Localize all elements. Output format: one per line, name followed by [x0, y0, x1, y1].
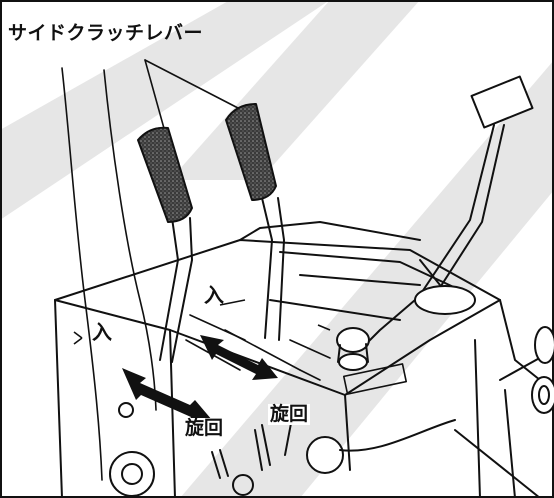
right-lever-assembly [336, 75, 554, 414]
left-side-clutch-lever [137, 126, 193, 363]
engage-label-right: 入 [204, 283, 224, 307]
right-side-clutch-lever [225, 103, 285, 341]
lower-fixtures [109, 402, 456, 497]
label-ticks [73, 299, 331, 345]
lever-slots [185, 314, 408, 395]
turn-label-right: 旋回 [268, 403, 311, 425]
leader-lines [61, 59, 239, 481]
console-housing [54, 221, 554, 498]
lever-grip-icon [137, 126, 193, 223]
engage-label-left: 入 [92, 320, 112, 344]
turn-label-left: 旋回 [183, 417, 226, 439]
double-arrow-icon [122, 335, 278, 424]
side-clutch-lever-label: サイドクラッチレバー [8, 22, 204, 44]
